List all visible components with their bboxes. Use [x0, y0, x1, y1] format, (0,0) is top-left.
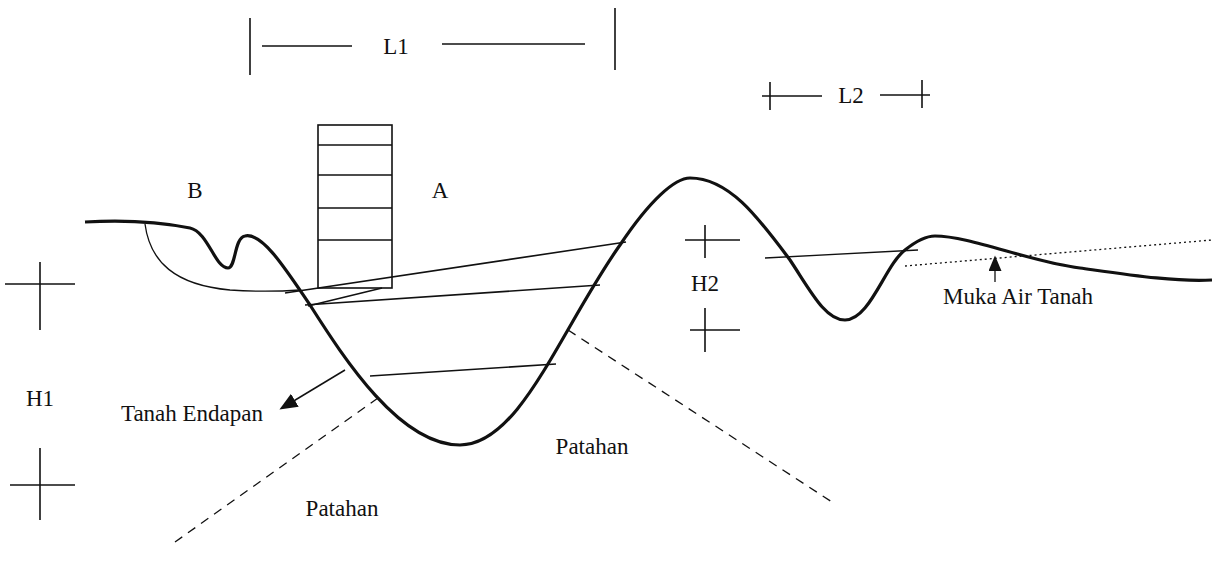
soil-label: Tanah Endapan: [118, 401, 266, 426]
water-table-label: Muka Air Tanah: [940, 284, 1096, 309]
fault-label: Patahan: [553, 434, 632, 459]
dimension-label: L1: [380, 34, 412, 59]
dimension-label: L2: [835, 83, 867, 108]
dimension-label: H1: [23, 386, 57, 411]
dimension-label: H2: [688, 271, 722, 296]
fault-label: Patahan: [303, 496, 382, 521]
point-label: A: [429, 178, 452, 203]
point-label: B: [184, 178, 205, 203]
